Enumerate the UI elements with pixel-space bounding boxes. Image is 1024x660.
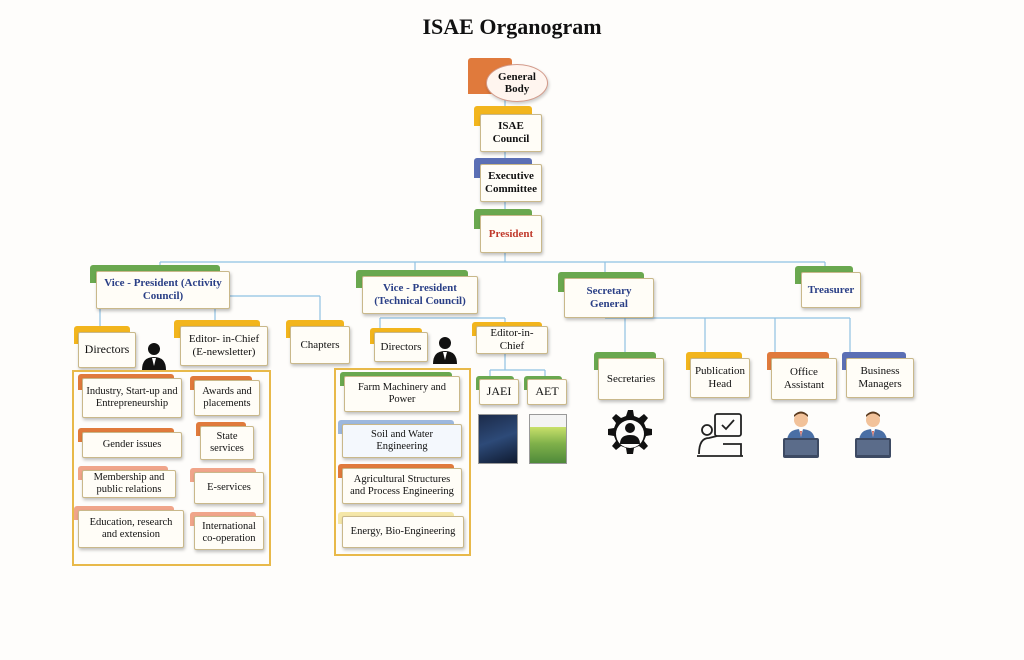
president-label: President	[480, 215, 542, 253]
aet-label: AET	[527, 379, 567, 405]
executive-committee-label: Executive Committee	[480, 164, 542, 202]
directors-technical-node: Directors	[370, 328, 430, 364]
aet-node: AET	[524, 376, 568, 406]
vp-technical-label: Vice - President (Technical Council)	[362, 276, 478, 314]
treasurer-label: Treasurer	[801, 272, 861, 308]
person-at-computer-icon	[783, 411, 819, 458]
publication-head-node: Publication Head	[686, 352, 750, 398]
person-silhouette-icon	[142, 343, 166, 370]
isae-council-label: ISAE Council	[480, 114, 542, 152]
business-managers-node: Business Managers	[842, 352, 914, 398]
vp-technical-node: Vice - President (Technical Council)	[356, 270, 480, 316]
editor-enewsletter-label: Editor- in-Chief (E-newsletter)	[180, 326, 268, 366]
directorate-gender: Gender issues	[78, 428, 182, 458]
chapters-label: Chapters	[290, 326, 350, 364]
jaei-node: JAEI	[476, 376, 520, 406]
editor-enewsletter-node: Editor- in-Chief (E-newsletter)	[174, 320, 270, 368]
directorate-farm-machinery: Farm Machinery and Power	[340, 372, 460, 412]
executive-committee-node: Executive Committee	[474, 158, 544, 202]
secretary-general-label: Secretary General	[564, 278, 654, 318]
directorate-awards: Awards and placements	[190, 376, 260, 416]
secretaries-node: Secretaries	[594, 352, 664, 400]
secretary-general-node: Secretary General	[558, 272, 656, 320]
chapters-node: Chapters	[286, 320, 352, 366]
activity-directorates-panel	[72, 370, 271, 566]
directorate-international: International co-operation	[190, 512, 264, 550]
directorate-education: Education, research and extension	[74, 506, 184, 548]
directorate-state: State services	[196, 422, 254, 460]
directors-technical-label: Directors	[374, 332, 428, 362]
general-body-node: General Body	[468, 58, 548, 102]
jaei-journal-cover	[478, 414, 518, 464]
page-title: ISAE Organogram	[422, 14, 602, 39]
directorate-industry: Industry, Start-up and Entrepreneurship	[78, 374, 182, 418]
office-assistant-node: Office Assistant	[767, 352, 837, 400]
aet-magazine-cover	[529, 414, 567, 464]
person-silhouette-icon	[433, 337, 457, 364]
presenter-board-icon	[697, 413, 743, 457]
president-node: President	[474, 209, 544, 253]
isae-council-node: ISAE Council	[474, 106, 544, 152]
treasurer-node: Treasurer	[795, 266, 863, 310]
gear-person-icon	[608, 410, 652, 454]
vp-activity-label: Vice - President (Activity Council)	[96, 271, 230, 309]
directorate-energy: Energy, Bio-Engineering	[338, 512, 464, 548]
person-at-computer-icon	[855, 411, 891, 458]
directors-activity-label: Directors	[78, 332, 136, 368]
jaei-label: JAEI	[479, 379, 519, 405]
secretaries-label: Secretaries	[598, 358, 664, 400]
directorate-structures: Agricultural Structures and Process Engi…	[338, 464, 462, 504]
publication-head-label: Publication Head	[690, 358, 750, 398]
general-body-label: General Body	[486, 64, 548, 102]
editor-in-chief-label: Editor-in-Chief	[476, 326, 548, 354]
directors-activity-node: Directors	[74, 326, 138, 370]
technical-directorates-panel	[334, 368, 471, 556]
office-assistant-label: Office Assistant	[771, 358, 837, 400]
directorate-membership: Membership and public relations	[78, 466, 176, 498]
directorate-eservices: E-services	[190, 468, 264, 504]
business-managers-label: Business Managers	[846, 358, 914, 398]
editor-in-chief-node: Editor-in-Chief	[472, 322, 550, 354]
directorate-soil-water: Soil and Water Engineering	[338, 420, 462, 458]
vp-activity-node: Vice - President (Activity Council)	[90, 265, 232, 311]
